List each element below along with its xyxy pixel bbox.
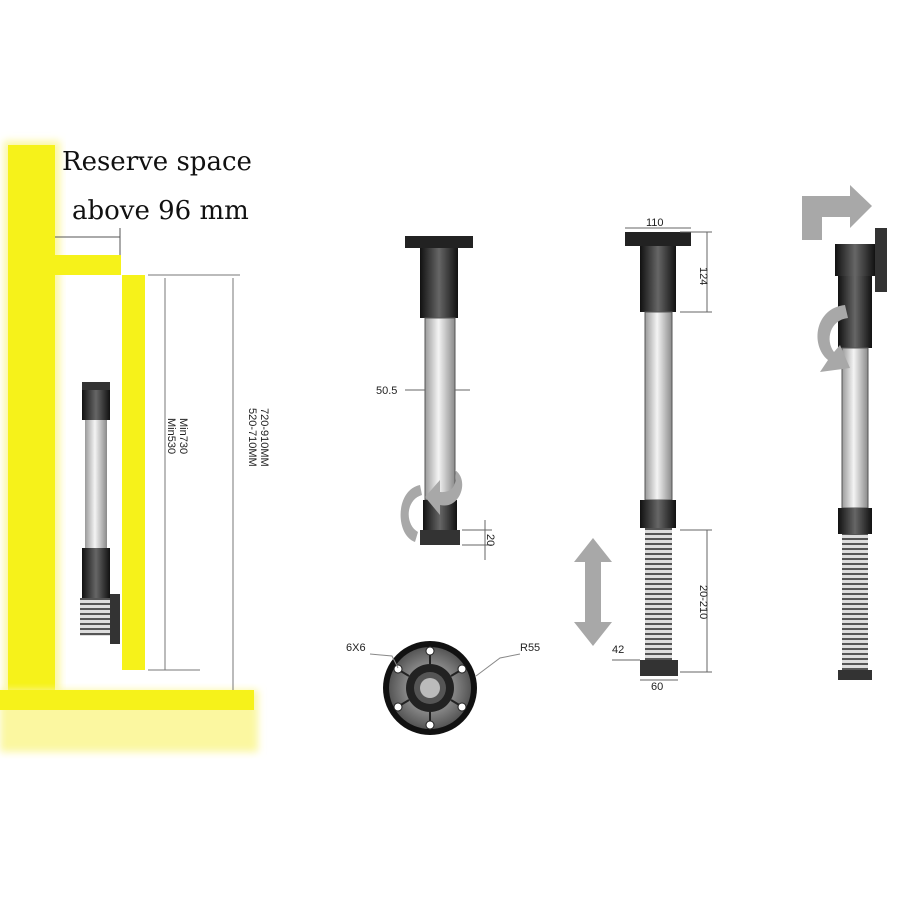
mount-direction-arrow-icon xyxy=(802,185,872,240)
reserve-note-line2: above 96 mm xyxy=(72,196,249,226)
base-plate xyxy=(383,641,477,735)
rotate-arrow-icon-2 xyxy=(817,305,850,372)
rotate-arrow-icon xyxy=(425,470,463,515)
reserve-dimension-line xyxy=(55,228,121,255)
reserve-note-line1: Reserve space xyxy=(62,147,252,177)
top-height-label: 124 xyxy=(697,267,709,285)
leg-side-view xyxy=(625,232,691,676)
base-width-label: 60 xyxy=(651,681,663,693)
installed-leg xyxy=(80,382,120,644)
radius-label: R55 xyxy=(520,642,540,654)
hole-label: 6X6 xyxy=(346,642,366,654)
min-height-2: Min530 xyxy=(165,418,177,454)
adjust-range-label: 20-210 xyxy=(697,585,709,619)
height-adjust-arrow-icon xyxy=(574,538,612,646)
min-height-1: Min730 xyxy=(177,418,189,454)
leg-side-mount-view xyxy=(802,185,887,680)
foot-height-label: 20 xyxy=(484,534,496,546)
leg-front-view xyxy=(400,236,473,545)
height-range-2: 520-710MM xyxy=(246,408,258,467)
diameter-label: 50.5 xyxy=(376,385,397,397)
height-range-1: 720-910MM xyxy=(258,408,270,467)
height-dimension-lines xyxy=(148,274,240,690)
foot-diameter-label: 42 xyxy=(612,644,624,656)
side-dimension-lines xyxy=(612,227,712,681)
plate-width-label: 110 xyxy=(646,217,664,229)
cabinet-illustration xyxy=(0,141,258,752)
diameter-dimension xyxy=(405,389,492,560)
